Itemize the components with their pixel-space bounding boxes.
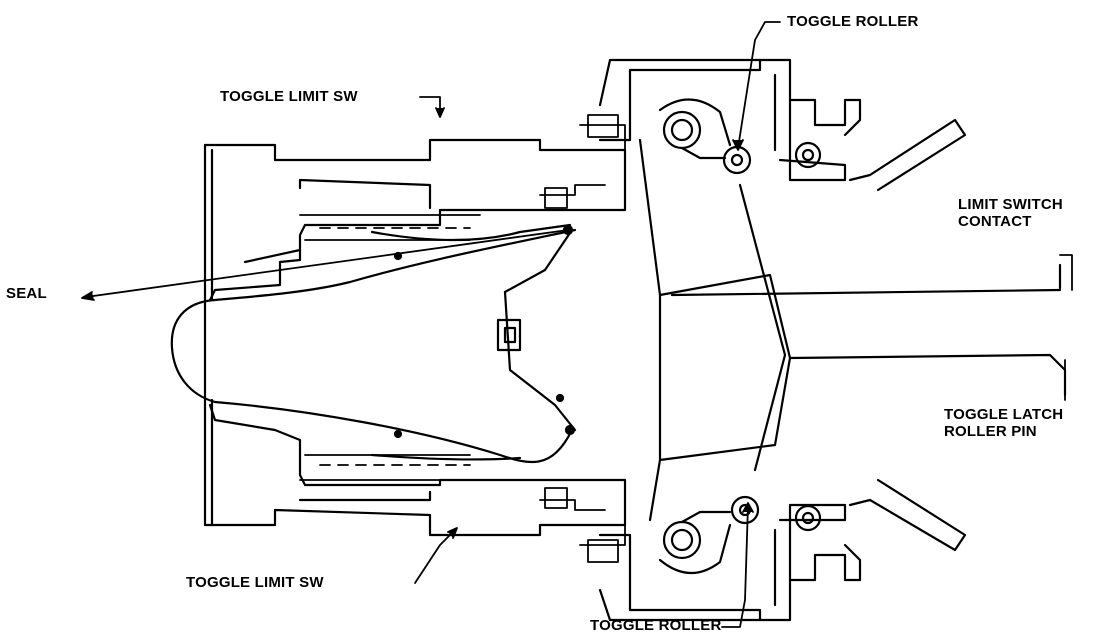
housing-outline xyxy=(203,138,627,537)
label-toggle-roller-bottom: TOGGLE ROLLER xyxy=(590,617,722,634)
label-limit-switch-contact-line1: LIMIT SWITCH xyxy=(958,196,1063,213)
label-limit-switch-contact: LIMIT SWITCH CONTACT xyxy=(958,196,1063,230)
internal-rails xyxy=(299,114,626,563)
label-toggle-limit-sw-bottom: TOGGLE LIMIT SW xyxy=(186,574,324,591)
latch-wedge xyxy=(638,138,1067,522)
label-toggle-latch-roller-pin-line1: TOGGLE LATCH xyxy=(944,406,1064,423)
leader-lines xyxy=(81,21,1073,628)
bottom-toggle-assembly xyxy=(598,478,967,622)
label-seal: SEAL xyxy=(6,285,47,302)
label-limit-switch-contact-line2: CONTACT xyxy=(958,213,1032,230)
label-toggle-latch-roller-pin: TOGGLE LATCH ROLLER PIN xyxy=(944,406,1063,440)
label-toggle-roller-top: TOGGLE ROLLER xyxy=(787,13,919,30)
top-toggle-assembly xyxy=(598,58,967,192)
seal-piston xyxy=(170,223,577,464)
label-toggle-limit-sw-top: TOGGLE LIMIT SW xyxy=(220,88,358,105)
label-toggle-latch-roller-pin-line2: ROLLER PIN xyxy=(944,423,1037,440)
